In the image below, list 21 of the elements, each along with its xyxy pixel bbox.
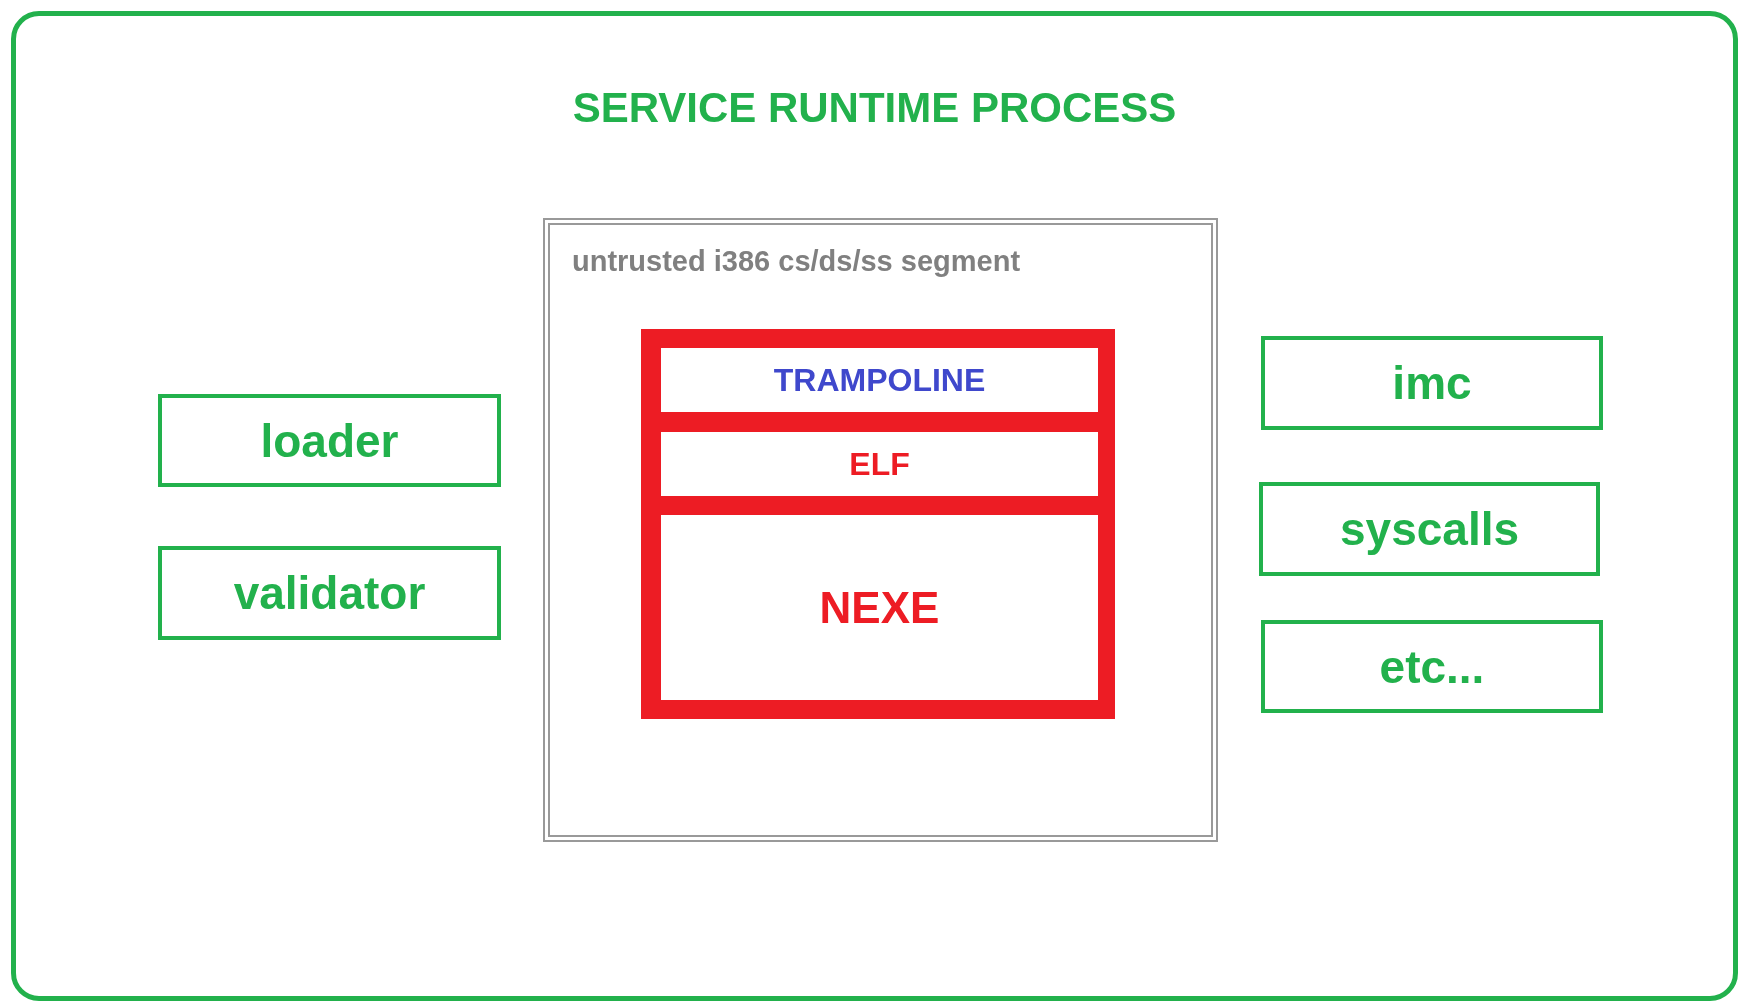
- module-label: syscalls: [1339, 502, 1520, 556]
- memory-section: [661, 432, 1098, 496]
- segment-label: untrusted i386 cs/ds/ss segment: [572, 245, 1021, 278]
- module-box: [1261, 620, 1603, 713]
- memory-section: [661, 515, 1098, 700]
- process-boundary: [11, 11, 1738, 1001]
- memory-section: [661, 348, 1098, 412]
- section-label: TRAMPOLINE: [773, 361, 986, 399]
- title: SERVICE RUNTIME PROCESS: [572, 84, 1177, 132]
- module-box: [1261, 336, 1603, 430]
- section-label: NEXE: [819, 582, 940, 633]
- module-box: [158, 394, 501, 487]
- module-box: [158, 546, 501, 640]
- module-box: [1259, 482, 1600, 576]
- module-label: etc...: [1379, 639, 1485, 694]
- memory-layout-box: [641, 329, 1115, 719]
- module-label: loader: [260, 413, 399, 468]
- module-label: imc: [1392, 356, 1472, 410]
- segment-box: [543, 218, 1218, 842]
- module-label: validator: [233, 566, 426, 620]
- section-label: ELF: [849, 445, 910, 483]
